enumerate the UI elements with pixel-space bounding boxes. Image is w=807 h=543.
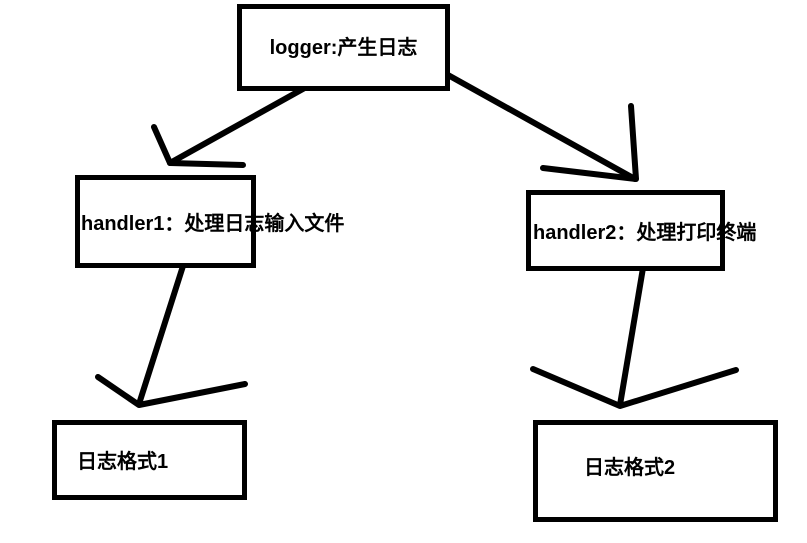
node-handler2: handler2：处理打印终端 xyxy=(526,190,756,271)
node-handler1: handler1：处理日志输入文件 xyxy=(75,175,344,268)
node-formatter2-label: 日志格式2 xyxy=(584,457,676,479)
edge-logger-to-handler2-arrow xyxy=(445,72,639,182)
node-formatter1: 日志格式1 xyxy=(52,420,247,500)
node-logger-label: logger:产生日志 xyxy=(269,37,418,59)
node-formatter2: 日志格式2 xyxy=(533,420,778,522)
edge-handler1-to-formatter1-arrow xyxy=(95,263,248,408)
edge-handler2-to-formatter2-arrow xyxy=(530,265,739,409)
node-formatter1-label: 日志格式1 xyxy=(77,451,169,473)
edge-logger-to-handler1-arrow xyxy=(151,82,313,168)
node-handler2-label: handler2：处理打印终端 xyxy=(533,222,757,244)
node-handler1-label: handler1：处理日志输入文件 xyxy=(81,213,345,235)
node-logger: logger:产生日志 xyxy=(237,4,450,91)
